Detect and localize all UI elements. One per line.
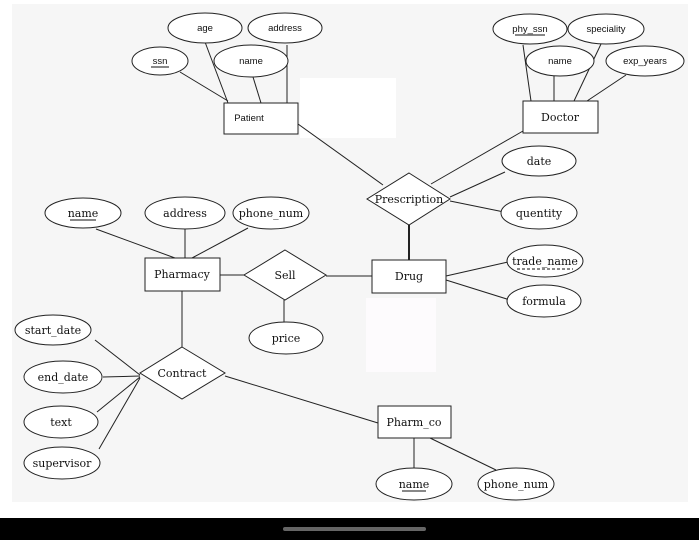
svg-text:end_date: end_date: [38, 371, 89, 384]
edge-patient-ssn: [179, 71, 229, 102]
svg-text:Patient: Patient: [234, 113, 264, 124]
edge-contract-start-date: [94, 339, 141, 376]
svg-text:phone_num: phone_num: [484, 478, 549, 491]
svg-text:Sell: Sell: [274, 269, 296, 282]
entities: Patient Doctor Pharmacy Drug Pharm_co: [144, 100, 599, 439]
svg-text:trade_name: trade_name: [512, 255, 578, 268]
edge-contract-supervisor: [98, 377, 141, 450]
attr-pharm-co-name: name: [375, 467, 453, 501]
attr-patient-age: age: [167, 12, 243, 44]
attributes: age address ssn name phy_ssn speciality …: [14, 12, 685, 501]
svg-text:supervisor: supervisor: [33, 457, 93, 470]
entity-patient: Patient: [223, 102, 299, 135]
svg-text:Doctor: Doctor: [541, 111, 580, 124]
svg-text:phone_num: phone_num: [239, 207, 304, 220]
edge-pharmacy-phone-num: [191, 227, 249, 259]
attr-pharmacy-address: address: [144, 196, 226, 230]
home-gesture-handle[interactable]: [283, 527, 426, 531]
attr-pharmacy-name: name: [44, 197, 122, 229]
attr-patient-name: name: [213, 44, 289, 78]
edge-drug-formula: [445, 279, 511, 301]
system-navigation-bar: [0, 518, 699, 540]
attr-sell-price: price: [248, 321, 324, 355]
edge-doctor-speciality: [573, 43, 602, 102]
edge-prescription-date: [449, 171, 506, 198]
entity-doctor: Doctor: [522, 100, 599, 134]
blank-patch-middle: [366, 298, 436, 372]
attr-doctor-name: name: [525, 45, 595, 77]
attr-contract-end-date: end_date: [23, 360, 103, 394]
attr-contract-text: text: [23, 405, 99, 439]
svg-text:date: date: [527, 155, 552, 168]
svg-text:text: text: [50, 416, 72, 429]
edge-doctor-phy-ssn: [522, 44, 532, 102]
svg-text:formula: formula: [522, 295, 566, 308]
relationships: Prescription Sell Contract: [139, 172, 451, 400]
svg-text:address: address: [163, 207, 207, 220]
relationship-contract: Contract: [139, 346, 226, 400]
svg-text:Pharmacy: Pharmacy: [154, 268, 210, 281]
attr-doctor-phy-ssn: phy_ssn: [492, 13, 568, 45]
attr-prescription-date: date: [501, 145, 577, 177]
svg-text:start_date: start_date: [25, 324, 81, 337]
attr-pharm-co-phone-num: phone_num: [477, 467, 555, 501]
attr-doctor-exp-years: exp_years: [605, 45, 685, 77]
svg-text:age: age: [197, 23, 213, 34]
svg-text:ssn: ssn: [153, 56, 168, 67]
attr-drug-trade-name: trade_name: [506, 244, 584, 278]
edge-doctor-prescription: [430, 130, 524, 185]
svg-text:Drug: Drug: [395, 270, 423, 283]
svg-text:name: name: [399, 478, 430, 491]
svg-text:speciality: speciality: [586, 24, 625, 35]
svg-text:name: name: [548, 56, 572, 67]
edge-pharmacy-name: [95, 228, 176, 259]
attr-contract-start-date: start_date: [14, 314, 92, 346]
blank-patch-top: [300, 78, 396, 138]
svg-text:price: price: [272, 332, 301, 345]
relationship-sell: Sell: [243, 249, 327, 301]
edge-prescription-quentity: [449, 200, 505, 213]
edge-patient-prescription: [297, 123, 384, 186]
edge-contract-end-date: [102, 375, 141, 378]
svg-text:address: address: [268, 23, 302, 34]
attr-patient-ssn: ssn: [131, 46, 189, 76]
svg-text:Pharm_co: Pharm_co: [386, 416, 441, 429]
edge-drug-trade-name: [445, 261, 509, 277]
attr-pharmacy-phone-num: phone_num: [232, 196, 310, 230]
edge-patient-name: [252, 76, 262, 104]
attr-drug-formula: formula: [506, 284, 582, 318]
svg-text:name: name: [239, 56, 263, 67]
entity-pharmacy: Pharmacy: [144, 257, 221, 292]
svg-text:exp_years: exp_years: [623, 56, 667, 67]
attr-contract-supervisor: supervisor: [23, 446, 101, 480]
svg-text:Prescription: Prescription: [375, 193, 443, 206]
svg-text:quentity: quentity: [516, 207, 563, 220]
entity-pharm-co: Pharm_co: [377, 405, 452, 439]
svg-text:name: name: [68, 207, 99, 220]
entity-drug: Drug: [371, 259, 447, 294]
svg-text:Contract: Contract: [158, 367, 208, 380]
edge-contract-pharm-co: [224, 375, 379, 424]
edge-patient-age: [204, 41, 229, 104]
connectors: [94, 41, 627, 471]
attr-doctor-speciality: speciality: [567, 13, 645, 45]
attr-patient-address: address: [247, 12, 323, 44]
relationship-prescription: Prescription: [366, 172, 451, 226]
svg-text:phy_ssn: phy_ssn: [512, 24, 547, 35]
edge-doctor-exp-years: [586, 74, 627, 102]
edge-pharm-co-phone-num: [429, 437, 497, 471]
edge-contract-text: [96, 376, 141, 413]
attr-prescription-quentity: quentity: [500, 196, 578, 230]
